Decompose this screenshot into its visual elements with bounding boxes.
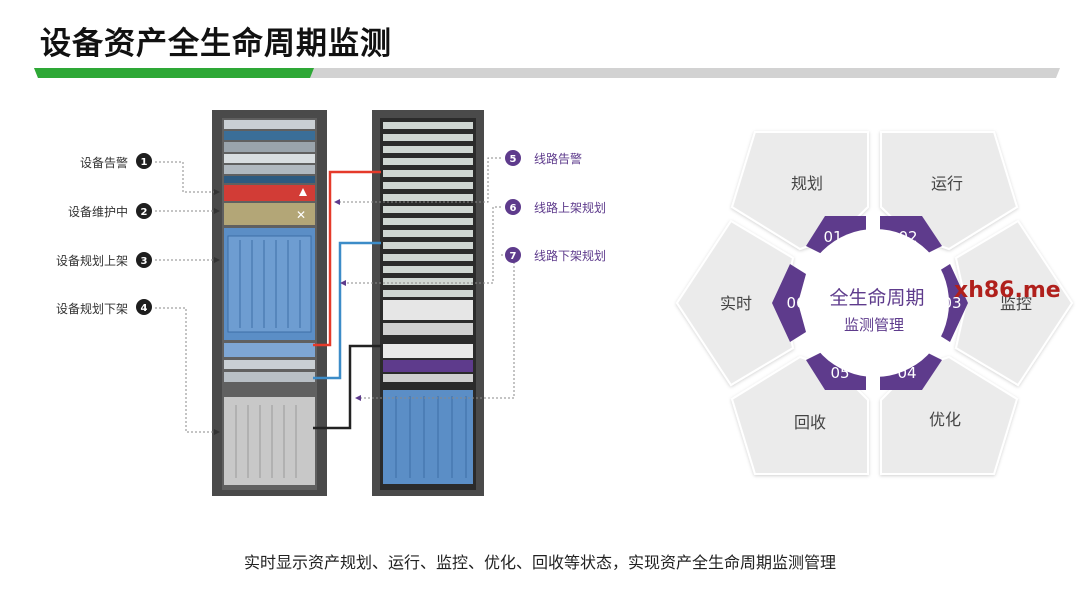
title-underline (34, 68, 1060, 78)
segment-label-realtime: 实时 (720, 294, 752, 313)
lifecycle-hexagon: 全生命周期 监测管理 01 02 03 04 05 06 规划 运行 监控 优化… (675, 131, 1074, 475)
maintenance-device (224, 203, 315, 225)
segment-label-recycling: 回收 (794, 413, 826, 432)
label-text: 设备告警 (80, 155, 128, 170)
segment-label-monitoring: 监控 (1000, 294, 1032, 313)
black-cable (313, 344, 381, 430)
segment-label-running: 运行 (931, 174, 963, 193)
front-rack: ✕ (212, 110, 327, 496)
back-rack (372, 110, 484, 496)
page-title: 设备资产全生命周期监测 (40, 26, 392, 62)
right-label-6: 6 线路上架规划 (505, 199, 606, 215)
left-label-1: 设备告警 1 (80, 153, 152, 170)
label-number: 6 (510, 203, 517, 214)
segment-number-06: 06 (786, 294, 805, 312)
label-number: 5 (510, 154, 517, 165)
right-label-7: 7 线路下架规划 (505, 247, 606, 263)
label-number: 3 (141, 256, 148, 267)
segment-number-04: 04 (897, 364, 916, 382)
label-number: 1 (141, 157, 148, 168)
caption: 实时显示资产规划、运行、监控、优化、回收等状态，实现资产全生命周期监测管理 (243, 553, 836, 572)
label-text: 线路告警 (534, 151, 582, 166)
label-text: 线路上架规划 (534, 200, 606, 215)
label-text: 设备规划下架 (56, 301, 128, 316)
blue-cable (313, 241, 381, 380)
segment-number-03: 03 (942, 294, 961, 312)
center-title: 全生命周期 (829, 287, 924, 309)
label-text: 设备维护中 (68, 204, 128, 219)
label-text: 设备规划上架 (56, 253, 128, 268)
red-cable (313, 170, 381, 347)
svg-text:✕: ✕ (296, 208, 306, 222)
segment-number-02: 02 (898, 228, 917, 246)
segment-label-optimization: 优化 (929, 410, 961, 429)
label-number: 7 (510, 251, 517, 262)
label-number: 2 (141, 207, 148, 218)
watermark: xh86.me (954, 278, 1061, 303)
segment-number-05: 05 (830, 364, 849, 382)
left-label-4: 设备规划下架 4 (56, 299, 152, 316)
label-number: 4 (141, 303, 148, 314)
center-subtitle: 监测管理 (844, 316, 904, 334)
rack-diagram: ✕ (56, 110, 606, 496)
segment-label-planning: 规划 (791, 174, 823, 193)
alarm-device (224, 185, 315, 201)
left-label-3: 设备规划上架 3 (56, 252, 152, 268)
segment-number-01: 01 (823, 228, 842, 246)
label-text: 线路下架规划 (534, 248, 606, 263)
right-label-5: 5 线路告警 (505, 150, 582, 166)
planned-remove-device (224, 397, 315, 485)
left-label-2: 设备维护中 2 (68, 203, 152, 219)
